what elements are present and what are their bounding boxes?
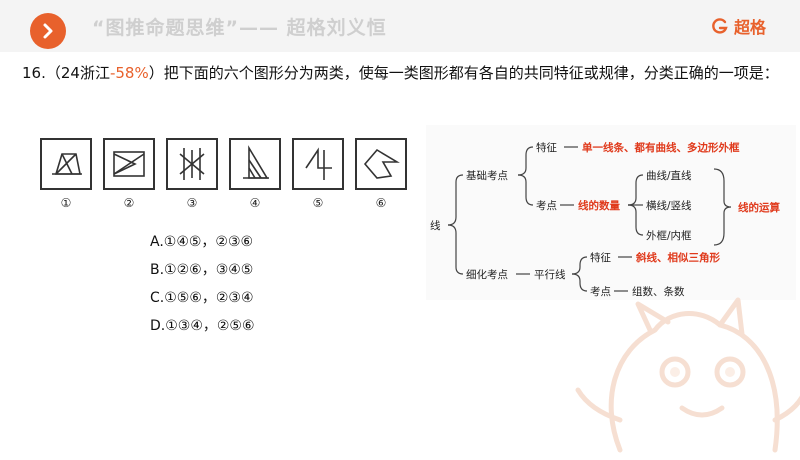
question-text: 16.（24浙江-58%）把下面的六个图形分为两类，使每一类图形都有各自的共同特… <box>22 60 782 86</box>
figure-label: ⑤ <box>312 196 324 210</box>
mindmap-sub1: 曲线/直线 <box>646 170 692 182</box>
mindmap-point2: 考点 <box>590 286 611 298</box>
answer-options: A.①④⑤，②③⑥ B.①②⑥，③④⑤ C.①⑤⑥，②③④ D.①③④，②⑤⑥ <box>150 228 255 340</box>
question-body: 把下面的六个图形分为两类，使每一类图形都有各自的共同特征或规律，分类正确的一项是… <box>163 64 779 82</box>
mindmap-point2-detail: 组数、条数 <box>632 286 685 298</box>
option-b[interactable]: B.①②⑥，③④⑤ <box>150 262 254 278</box>
question-source-open: （24浙江 <box>45 64 110 82</box>
mindmap-feature-detail: 单一线条、都有曲线、多边形外框 <box>582 142 740 154</box>
mindmap-feature: 特征 <box>536 142 557 154</box>
mindmap-line-count: 线的数量 <box>578 200 620 212</box>
brand-logo: 超格 <box>711 13 766 39</box>
mindmap-detail: 细化考点 <box>466 269 508 281</box>
brand-name: 超格 <box>733 18 766 37</box>
figure-label: ③ <box>186 196 198 210</box>
header-bar: “图推命题思维”—— 超格刘义恒 超格 <box>0 0 800 52</box>
figure-5 <box>292 138 344 190</box>
figure-label: ⑥ <box>375 196 387 210</box>
figure-3 <box>166 138 218 190</box>
figure-label: ④ <box>249 196 261 210</box>
figure-2 <box>103 138 155 190</box>
brand-g-icon <box>712 18 728 34</box>
mindmap-sub3: 外框/内框 <box>646 230 692 242</box>
option-a[interactable]: A.①④⑤，②③⑥ <box>150 234 254 250</box>
mindmap-feature2: 特征 <box>590 252 611 264</box>
mindmap-operation: 线的运算 <box>738 202 780 214</box>
header-title: “图推命题思维”—— 超格刘义恒 <box>92 17 387 39</box>
mind-map: 线 基础考点 特征 单一线条、都有曲线、多边形外框 考点 线的数量 曲线/直线 … <box>426 125 796 300</box>
mindmap-point: 考点 <box>536 200 557 212</box>
figure-1 <box>40 138 92 190</box>
figure-6 <box>355 138 407 190</box>
mindmap-root: 线 <box>430 220 441 232</box>
figure-row: ① ② ③ ④ ⑤ <box>40 138 420 218</box>
option-d[interactable]: D.①③④，②⑤⑥ <box>150 318 255 334</box>
figure-label: ② <box>123 196 135 210</box>
option-c[interactable]: C.①⑤⑥，②③④ <box>150 290 254 306</box>
mindmap-feature2-detail: 斜线、相似三角形 <box>636 252 720 264</box>
mind-map-connectors <box>447 146 732 292</box>
figure-4 <box>229 138 281 190</box>
next-arrow-icon[interactable] <box>30 13 66 49</box>
mascot-watermark <box>575 297 800 453</box>
mindmap-basic: 基础考点 <box>466 170 508 182</box>
question-number: 16. <box>22 64 46 82</box>
question-rate: -58% <box>109 64 149 82</box>
mindmap-sub2: 横线/竖线 <box>646 200 692 212</box>
figure-label: ① <box>60 196 72 210</box>
mindmap-parallel: 平行线 <box>534 269 566 281</box>
question-source-close: ） <box>148 64 164 82</box>
